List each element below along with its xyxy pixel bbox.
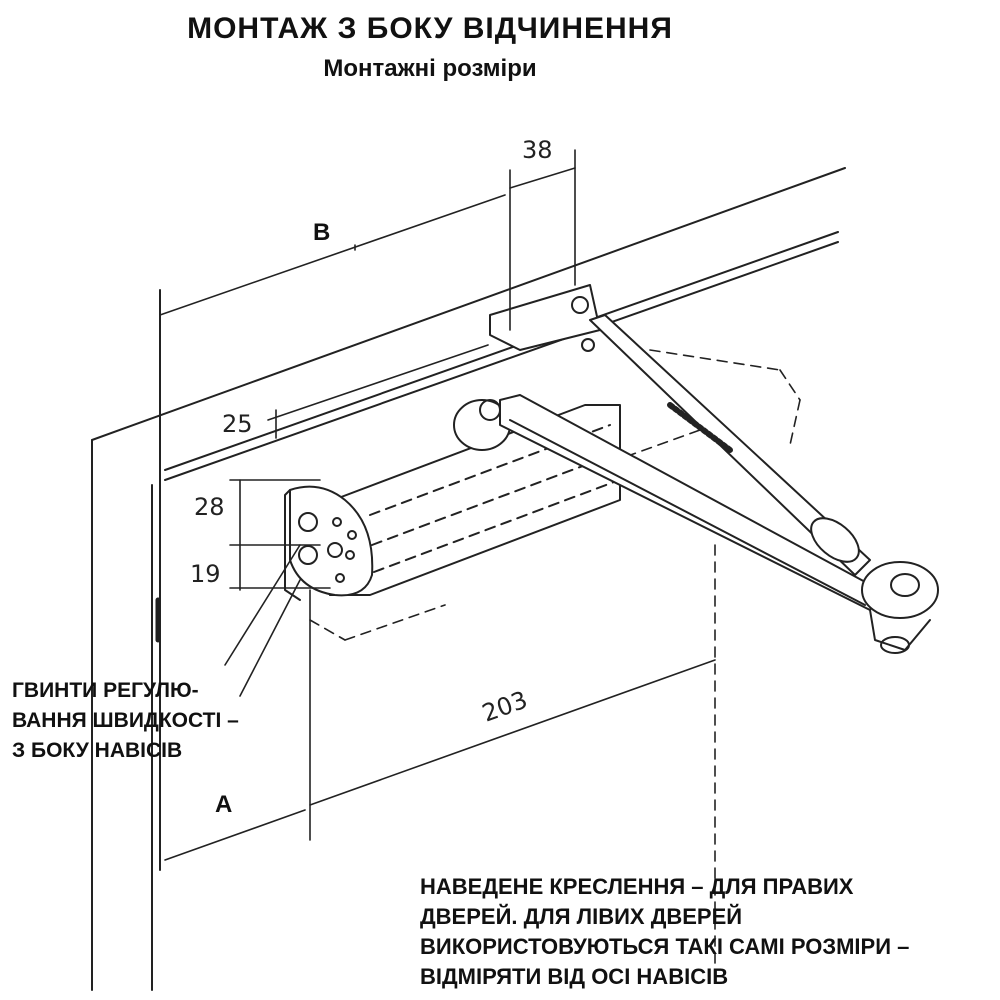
note-line: НАВЕДЕНЕ КРЕСЛЕННЯ – ДЛЯ ПРАВИХ [420,874,854,899]
label-a: A [215,791,232,818]
forearm [589,314,871,576]
closer-body [319,404,621,596]
note-line: ВИКОРИСТОВУЮТЬСЯ ТАКІ САМІ РОЗМІРИ – [420,934,910,959]
note-line: ГВИНТИ РЕГУЛЮ- [12,679,199,702]
page-title: МОНТАЖ З БОКУ ВІДЧИНЕННЯ [187,12,673,45]
note-line: ДВЕРЕЙ. ДЛЯ ЛІВИХ ДВЕРЕЙ [420,904,743,929]
drawing-note: НАВЕДЕНЕ КРЕСЛЕННЯ – ДЛЯ ПРАВИХ ДВЕРЕЙ. … [420,872,909,992]
door-frame [91,167,846,991]
end-cap [284,485,374,601]
dimension-19: 19 [190,560,221,588]
label-b: B [313,219,330,246]
dimension-28: 28 [194,493,225,521]
dimension-25: 25 [222,410,253,438]
note-line: З БОКУ НАВІСІВ [12,739,183,762]
page-subtitle: Монтажні розміри [323,55,537,82]
dimension-203: 203 [478,686,531,728]
elbow-joint [861,561,939,654]
note-line: ВАННЯ ШВИДКОСТІ – [12,709,239,732]
arm-bracket [489,284,601,352]
dimension-lines [159,149,716,861]
note-line: ВІДМІРЯТИ ВІД ОСІ НАВІСІВ [420,964,729,989]
dimension-38: 38 [522,136,553,164]
speed-screws-note: ГВИНТИ РЕГУЛЮ- ВАННЯ ШВИДКОСТІ – З БОКУ … [12,676,239,766]
